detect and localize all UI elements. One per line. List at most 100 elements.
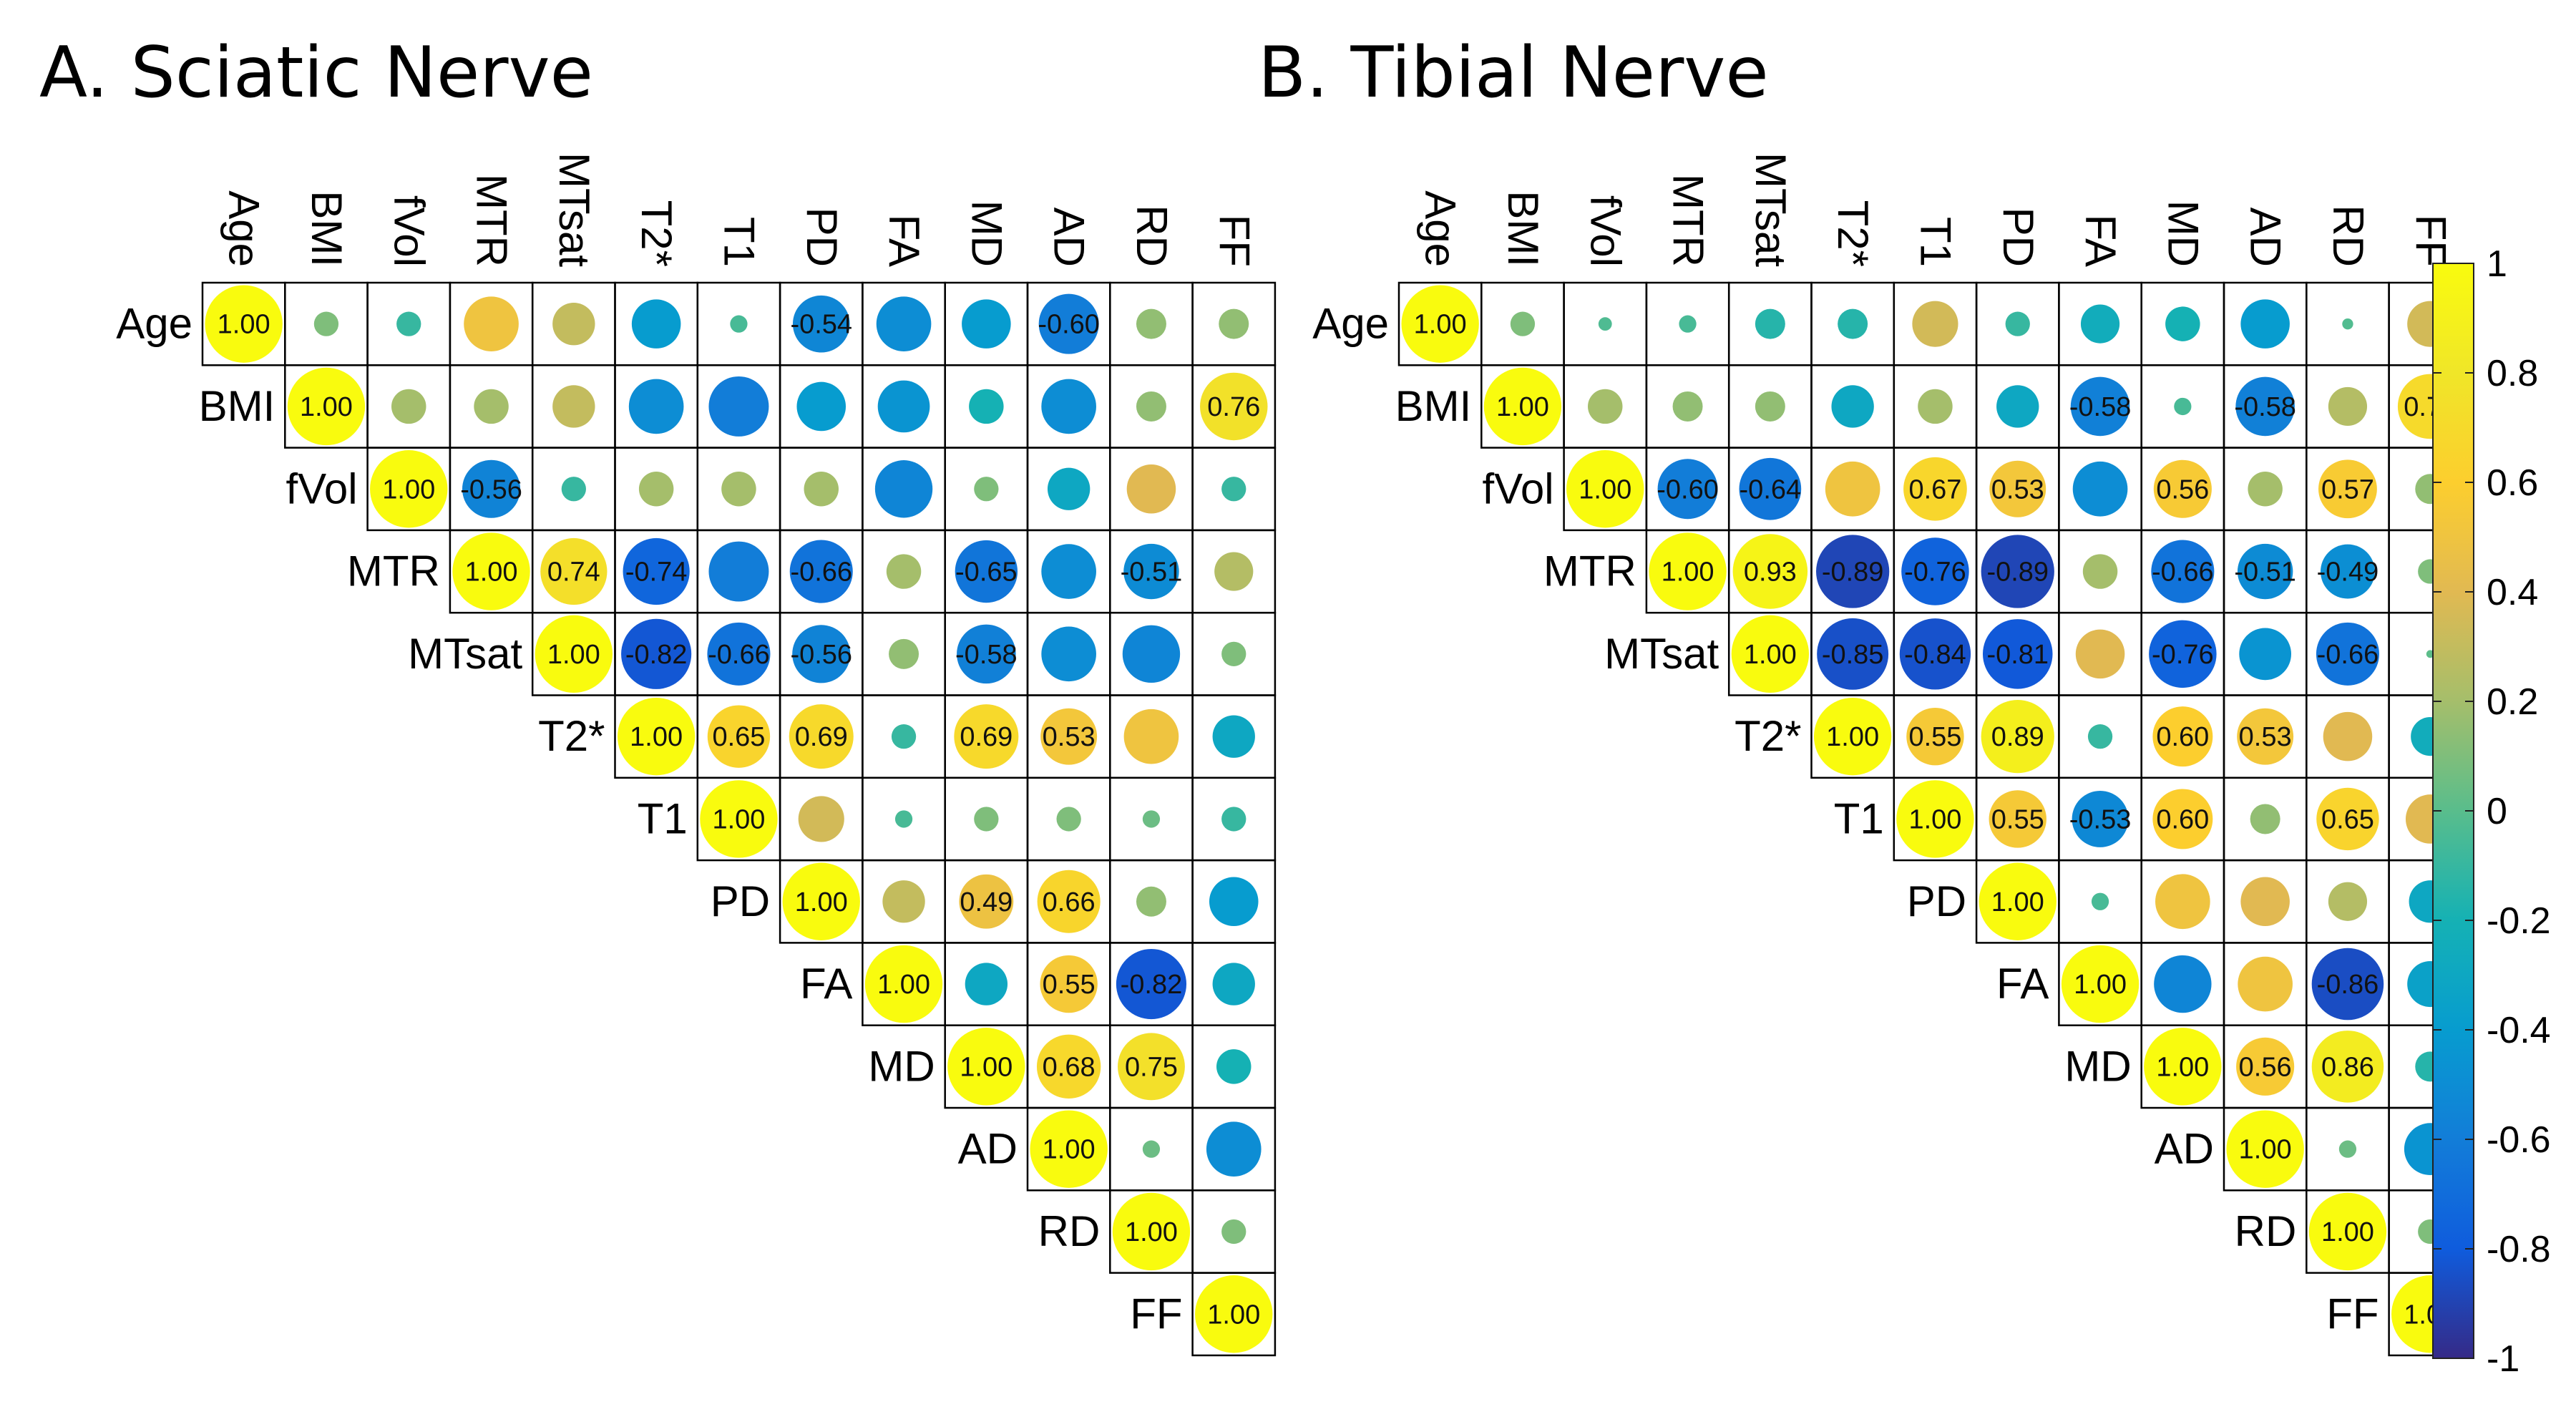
corr-label-a-10-10: 1.00	[1043, 1135, 1096, 1165]
corr-circle-a-1-11	[1136, 391, 1166, 422]
corr-label-b-6-8: -0.53	[2069, 804, 2132, 834]
corr-label-b-2-7: 0.53	[1991, 474, 2044, 505]
corr-circle-a-5-11	[1123, 708, 1179, 764]
corr-label-a-5-6: 0.65	[712, 722, 765, 752]
corr-circle-a-6-7	[798, 796, 844, 842]
colorbar-tick-label: -0.6	[2487, 1119, 2551, 1161]
corr-label-a-7-9: 0.49	[960, 887, 1013, 917]
corr-circle-a-0-2	[396, 311, 421, 336]
corr-circle-b-5-9	[2152, 706, 2213, 767]
corr-label-b-5-7: 0.89	[1991, 722, 2044, 752]
corr-circle-b-9-11	[2311, 1031, 2384, 1103]
cell-a-12-12	[1191, 1272, 1277, 1357]
corr-circle-a-1-7	[796, 381, 847, 432]
corr-circle-b-3-7	[1981, 535, 2054, 608]
corr-circle-b-2-9	[2153, 459, 2212, 518]
corr-label-a-2-3: -0.56	[460, 474, 522, 505]
corr-label-a-0-10: -0.60	[1038, 310, 1100, 340]
row-label-a-8: FA	[800, 960, 852, 1008]
corr-label-b-2-11: 0.57	[2321, 474, 2374, 505]
corr-circle-b-11-11	[2308, 1192, 2387, 1271]
corr-label-b-4-9: -0.76	[2152, 640, 2214, 670]
col-label-b-5: T2*	[1829, 200, 1877, 267]
corr-circle-b-5-5	[1813, 697, 1892, 776]
corr-label-a-1-12: 0.76	[1207, 392, 1260, 422]
corr-circle-b-1-6	[1918, 389, 1953, 424]
corr-circle-b-2-5	[1825, 461, 1880, 517]
corr-circle-a-6-11	[1142, 810, 1161, 828]
corr-label-b-10-10: 1.00	[2239, 1135, 2292, 1165]
corr-circle-a-3-5	[623, 537, 690, 605]
corr-circle-b-10-11	[2338, 1140, 2357, 1158]
corr-circle-a-5-5	[617, 697, 696, 776]
corr-label-b-9-11: 0.86	[2321, 1052, 2374, 1082]
corr-circle-a-1-9	[969, 389, 1004, 424]
corr-circle-b-3-10	[2237, 543, 2293, 600]
col-label-a-6: T1	[715, 217, 763, 267]
corr-circle-a-0-1	[313, 311, 339, 336]
corr-label-b-11-11: 1.00	[2321, 1217, 2374, 1247]
col-label-a-12: FF	[1210, 215, 1258, 267]
corr-circle-a-11-11	[1112, 1192, 1191, 1271]
corr-circle-a-4-4	[535, 615, 613, 693]
corr-circle-b-1-5	[1831, 385, 1874, 428]
corr-label-a-7-10: 0.66	[1043, 887, 1096, 917]
corr-circle-b-3-3	[1649, 532, 1727, 610]
corr-circle-a-1-4	[552, 385, 595, 428]
col-label-b-8: FA	[2077, 215, 2124, 267]
corr-circle-a-5-12	[1212, 715, 1255, 758]
corr-circle-a-4-9	[957, 624, 1016, 684]
corr-circle-b-4-10	[2239, 628, 2292, 681]
corr-circle-b-0-6	[1912, 301, 1958, 347]
corr-label-a-8-11: -0.82	[1121, 970, 1183, 1000]
corr-label-a-9-9: 1.00	[960, 1052, 1013, 1082]
corr-label-a-8-8: 1.00	[877, 970, 930, 1000]
corr-circle-a-8-12	[1212, 963, 1255, 1005]
corr-circle-b-3-5	[1816, 535, 1890, 608]
corr-circle-b-0-10	[2240, 299, 2290, 349]
corr-circle-a-8-11	[1116, 948, 1187, 1020]
corr-circle-b-1-11	[2328, 386, 2368, 427]
corr-circle-b-4-4	[1731, 615, 1810, 693]
corr-circle-b-5-8	[2087, 724, 2113, 749]
corr-label-a-5-5: 1.00	[630, 722, 683, 752]
corr-circle-b-4-12	[2426, 650, 2434, 658]
corr-circle-a-6-10	[1056, 807, 1081, 832]
corr-circle-a-0-0	[205, 285, 283, 363]
corr-label-b-3-7: -0.89	[1986, 557, 2049, 588]
corr-label-a-1-1: 1.00	[300, 392, 353, 422]
corr-circle-a-3-7	[789, 540, 853, 603]
corr-circle-b-9-9	[2144, 1028, 2222, 1106]
row-label-b-7: PD	[1907, 877, 1966, 925]
corr-label-b-4-6: -0.84	[1904, 640, 1966, 670]
corr-circle-a-2-10	[1047, 467, 1091, 510]
corr-label-a-9-11: 0.75	[1125, 1052, 1178, 1082]
corr-circle-a-3-6	[708, 541, 769, 602]
corr-label-b-6-6: 1.00	[1908, 804, 1961, 834]
corr-circle-b-1-8	[2070, 376, 2130, 437]
row-label-a-0: Age	[116, 300, 192, 348]
corr-circle-a-6-8	[894, 810, 913, 828]
corr-circle-a-7-9	[959, 874, 1014, 929]
corr-circle-a-2-12	[1221, 477, 1246, 502]
corr-circle-a-0-12	[1219, 308, 1249, 339]
corr-circle-a-12-12	[1195, 1275, 1273, 1353]
corr-circle-a-2-2	[370, 450, 448, 528]
col-label-b-9: MD	[2159, 200, 2207, 267]
corr-label-b-3-3: 1.00	[1662, 557, 1714, 588]
colorbar-tick-label: 0.6	[2487, 462, 2538, 504]
corr-label-b-3-5: -0.89	[1822, 557, 1884, 588]
corr-circle-b-4-11	[2316, 622, 2379, 686]
col-label-b-2: fVol	[1581, 195, 1629, 267]
row-label-a-9: MD	[868, 1042, 935, 1090]
panel-a-title: A. Sciatic Nerve	[39, 32, 593, 114]
corr-label-b-6-11: 0.65	[2321, 804, 2374, 834]
corr-label-a-3-3: 1.00	[465, 557, 518, 588]
corr-label-b-6-7: 0.55	[1991, 804, 2044, 834]
corr-label-b-5-5: 1.00	[1826, 722, 1879, 752]
corr-circle-a-4-7	[792, 625, 851, 683]
row-label-a-5: T2*	[538, 712, 605, 760]
corr-circle-b-5-11	[2323, 711, 2373, 761]
colorbar-tick-label: -0.4	[2487, 1010, 2551, 1051]
